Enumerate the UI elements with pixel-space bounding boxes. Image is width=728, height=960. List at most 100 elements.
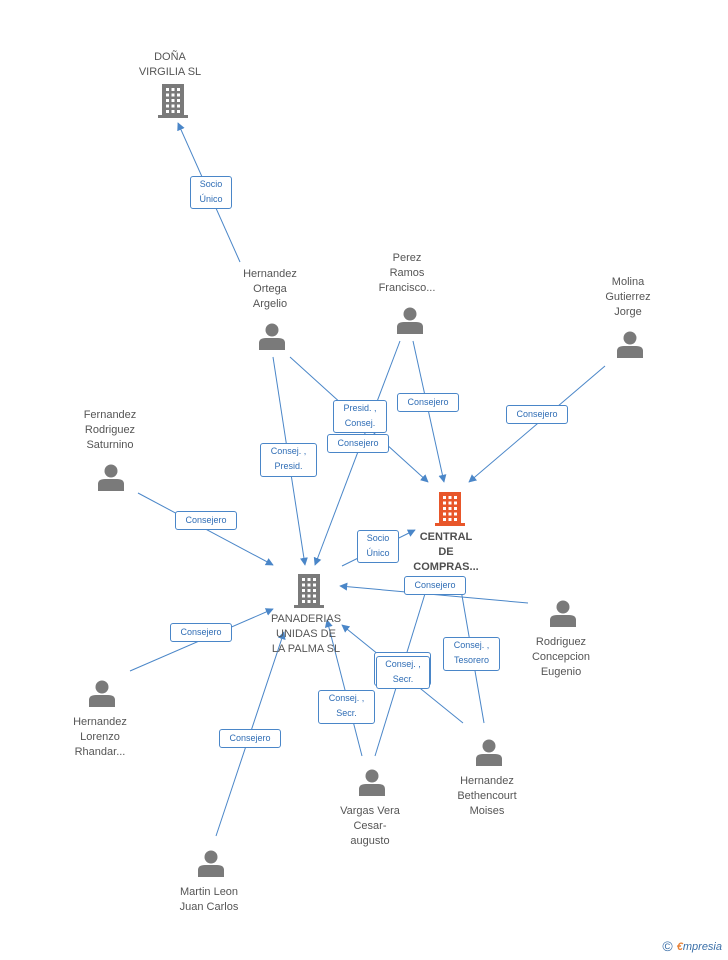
node-label-line: VIRGILIA SL: [138, 66, 202, 78]
building-icon-central-compras[interactable]: [435, 492, 465, 526]
node-label-line: Moises: [469, 805, 505, 817]
edge-label-hernandez_bethencourt-to-central_compras[interactable]: Consej. , Tesorero: [443, 637, 500, 671]
node-label-line: Hernandez: [73, 716, 127, 728]
person-icon-hernandez-lorenzo[interactable]: [89, 680, 115, 708]
person-icon-martin-leon[interactable]: [198, 850, 224, 878]
edge-label-line: Consej.: [344, 418, 376, 428]
node-label-line: Rodriguez: [84, 424, 136, 436]
node-label-line: Francisco...: [378, 282, 436, 294]
edge-label-line: Consejero: [185, 515, 227, 525]
node-label-line: Vargas Vera: [340, 805, 400, 817]
edge-label-perez_ramos-to-panaderias[interactable]: Consejero: [327, 434, 389, 453]
node-label-line: COMPRAS...: [413, 561, 479, 573]
edge-label-line: Secr.: [392, 674, 414, 684]
edge-label-hernandez_ortega-to-panaderias[interactable]: Consej. , Presid.: [260, 443, 317, 477]
node-label-line: Rodriguez: [535, 636, 587, 648]
node-label-line: Jorge: [614, 306, 642, 318]
node-label-line: Eugenio: [540, 666, 582, 678]
building-icon-panaderias[interactable]: [294, 574, 324, 608]
edge-molina_gutierrez-to-central_compras: [468, 365, 606, 483]
edge-label-line: Consejero: [407, 397, 449, 407]
edge-label-fernandez_rodriguez-to-panaderias[interactable]: Consejero: [175, 511, 237, 530]
person-icon-perez-ramos[interactable]: [397, 307, 423, 335]
node-label-line: Concepcion: [531, 651, 591, 663]
edge-label-line: Consejero: [414, 580, 456, 590]
node-label-line: CENTRAL: [419, 531, 473, 543]
brand-name: mpresia: [682, 941, 722, 953]
node-label-line: Cesar-: [353, 820, 387, 832]
node-label-line: Martin Leon: [179, 886, 239, 898]
person-icon-vargas-vera[interactable]: [359, 769, 385, 797]
node-label-line: Fernandez: [83, 409, 137, 421]
person-icon-fernandez-rodriguez[interactable]: [98, 464, 124, 492]
edge-label-line: Consejero: [516, 409, 558, 419]
edge-label-line: Consej. ,: [270, 446, 307, 456]
person-icon-molina-gutierrez[interactable]: [617, 331, 643, 359]
node-label-line: Hernandez: [243, 268, 297, 280]
edge-label-line: Consejero: [180, 627, 222, 637]
node-label-line: UNIDAS DE: [276, 628, 336, 640]
node-label-line: Hernandez: [460, 775, 514, 787]
edge-label-line: Tesorero: [453, 655, 489, 665]
node-label-line: Lorenzo: [80, 731, 120, 743]
edge-label-hernandez_lorenzo-to-panaderias[interactable]: Consejero: [170, 623, 232, 642]
edge-label-vargas_vera-to-panaderias[interactable]: Consej. , Secr.: [318, 690, 375, 724]
building-icon-dona-virgilia[interactable]: [158, 84, 188, 118]
edge-label-line: Consejero: [337, 438, 379, 448]
edge-label-molina_gutierrez-to-central_compras[interactable]: Consejero: [506, 405, 568, 424]
node-label-line: DOÑA: [154, 51, 186, 63]
brand-first-letter: €: [676, 941, 683, 953]
node-label-line: Bethencourt: [457, 790, 517, 802]
edge-label-line: Socio: [199, 179, 223, 189]
edge-label-line: Consejero: [229, 733, 271, 743]
edge-label-hernandez_ortega-to-central_compras[interactable]: Presid. , Consej.: [333, 400, 387, 433]
node-label-line: augusto: [350, 835, 390, 847]
edge-label-line: Presid. ,: [343, 403, 377, 413]
node-label-line: DE: [438, 546, 454, 558]
node-label-line: Perez: [392, 252, 422, 264]
edge-label-line: Secr.: [336, 708, 357, 718]
edge-label-vargas_vera-to-central_compras[interactable]: Consej. , Secr.: [376, 656, 430, 689]
node-label-line: Molina: [611, 276, 645, 288]
copyright-icon: ©: [662, 938, 673, 954]
edge-label-line: Único: [366, 548, 390, 558]
edge-perez_ramos-to-panaderias: [313, 340, 401, 566]
edge-label-line: Socio: [366, 533, 390, 543]
node-label-line: PANADERIAS: [270, 613, 342, 625]
node-label-line: Juan Carlos: [179, 901, 239, 913]
edge-label-line: Consej. ,: [453, 640, 490, 650]
edge-vargas_vera-to-panaderias: [324, 619, 363, 757]
node-label-line: Rhandar...: [74, 746, 126, 758]
edge-label-martin_leon-to-panaderias[interactable]: Consejero: [219, 729, 281, 748]
node-label-line: Ramos: [389, 267, 425, 279]
edge-label-line: Consej. ,: [328, 693, 365, 703]
node-label-line: LA PALMA SL: [271, 643, 341, 655]
edge-label-line: Único: [199, 194, 223, 204]
node-label-line: Gutierrez: [605, 291, 651, 303]
edge-label-line: Presid.: [274, 461, 303, 471]
edge-label-perez_ramos-to-central_compras[interactable]: Consejero: [397, 393, 459, 412]
node-label-line: Saturnino: [86, 439, 134, 451]
node-label-panaderias[interactable]: PANADERIAS UNIDAS DE LA PALMA SL: [246, 612, 366, 657]
person-icon-rodriguez-concepcion[interactable]: [550, 600, 576, 628]
node-label-line: Argelio: [252, 298, 288, 310]
node-label-dona-virgilia[interactable]: DOÑA VIRGILIA SL: [110, 50, 230, 80]
node-label-central-compras[interactable]: CENTRAL DE COMPRAS...: [386, 530, 506, 575]
edge-label-rodriguez_concepcion-to-panaderias[interactable]: Consejero: [404, 576, 466, 595]
edge-label-line: Consej. ,: [385, 659, 421, 669]
person-icon-hernandez-bethencourt[interactable]: [476, 739, 502, 767]
empresia-brand[interactable]: ©€mpresia: [662, 938, 722, 954]
person-icon-hernandez-ortega[interactable]: [259, 323, 285, 351]
node-label-line: Ortega: [253, 283, 287, 295]
